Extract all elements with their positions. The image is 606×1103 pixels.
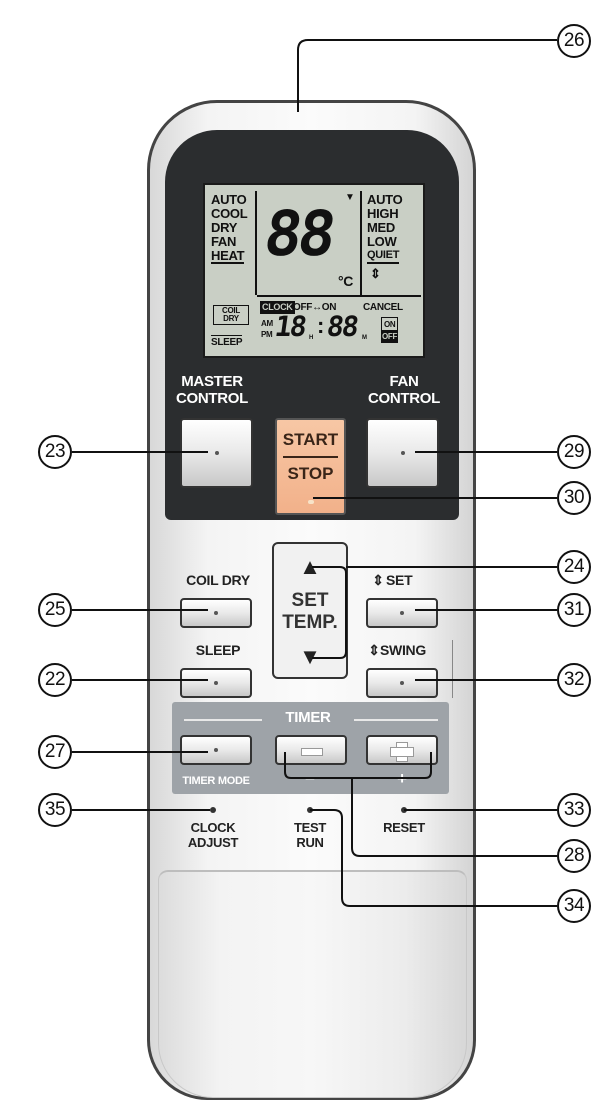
button-dot	[400, 611, 404, 615]
start-stop-divider	[283, 456, 338, 458]
lcd-am: AM	[261, 319, 273, 328]
plus-icon-h	[390, 747, 414, 757]
lcd-signal-icon: ▼	[345, 192, 355, 203]
timer-plus-button[interactable]	[366, 735, 438, 765]
temp-down-arrow[interactable]: ▼	[299, 644, 321, 669]
callout-29: 29	[557, 435, 591, 469]
lcd-h-suffix: H	[309, 335, 314, 341]
lcd-temp-unit: °C	[338, 273, 354, 289]
timer-line-right	[354, 719, 438, 721]
lcd-mode-dry: DRY	[211, 220, 238, 235]
lcd-swing-icon: ⇕	[370, 266, 381, 281]
button-dot	[214, 611, 218, 615]
swing-button[interactable]	[366, 668, 438, 698]
leader-28	[351, 778, 557, 857]
lcd-mode-cool: COOL	[211, 206, 248, 221]
lcd-fan-med: MED	[367, 220, 395, 235]
swing-label: SWING	[380, 642, 426, 658]
master-control-label-2: CONTROL	[175, 390, 249, 407]
lcd-fan-high: HIGH	[367, 206, 399, 221]
battery-cover	[158, 870, 467, 1098]
timer-mode-button[interactable]	[180, 735, 252, 765]
clock-adjust-label-1: CLOCK	[190, 820, 236, 835]
lcd-divider-left	[255, 191, 257, 295]
button-dot	[400, 681, 404, 685]
lcd-display: AUTO COOL DRY FAN HEAT 88 °C ▼ AUTO HIGH…	[203, 183, 425, 358]
temp-up-arrow[interactable]: ▲	[299, 554, 321, 579]
timer-minus-button[interactable]	[275, 735, 347, 765]
callout-31: 31	[557, 593, 591, 627]
callout-28: 28	[557, 839, 591, 873]
lcd-coil-dry: COIL DRY	[213, 305, 249, 325]
callout-33: 33	[557, 793, 591, 827]
lcd-off-label: OFF	[381, 330, 399, 343]
start-label: START	[282, 430, 339, 449]
callout-32: 32	[557, 663, 591, 697]
timer-label: TIMER	[285, 709, 331, 726]
clock-adjust-pinhole[interactable]	[210, 807, 216, 813]
button-dot	[214, 451, 219, 455]
set-temp-label-1: SET	[291, 590, 329, 611]
lcd-off-on: OFF↔ON	[293, 302, 337, 313]
callout-24: 24	[557, 550, 591, 584]
lcd-mode-heat: HEAT	[211, 248, 245, 264]
minus-icon	[301, 748, 323, 756]
lcd-fan-low: LOW	[367, 234, 397, 249]
lcd-time-colon: :	[317, 313, 325, 338]
side-divider	[452, 640, 453, 698]
callout-23: 23	[38, 435, 72, 469]
lcd-mode-fan: FAN	[211, 234, 237, 249]
sleep-label: SLEEP	[195, 642, 241, 658]
coil-dry-label: COIL DRY	[186, 572, 250, 588]
lcd-clock-badge: CLOCK	[260, 301, 295, 314]
reset-label: RESET	[383, 820, 425, 835]
leader-28-bracket	[284, 752, 432, 779]
lcd-sleep: SLEEP	[211, 335, 243, 348]
leader-34	[310, 809, 557, 907]
callout-25: 25	[38, 593, 72, 627]
clock-adjust-label-2: ADJUST	[187, 835, 239, 850]
fan-control-label-1: FAN	[389, 373, 419, 390]
button-dot	[214, 681, 218, 685]
timer-line-left	[184, 719, 262, 721]
callout-22: 22	[38, 663, 72, 697]
lcd-mode-auto: AUTO	[211, 192, 247, 207]
callout-27: 27	[38, 735, 72, 769]
set-temp-label-2: TEMP.	[282, 612, 338, 633]
lcd-fan-quiet: QUIET	[367, 249, 399, 264]
button-dot	[214, 748, 218, 752]
callout-26: 26	[557, 24, 591, 58]
test-run-label-2: RUN	[296, 835, 324, 850]
lcd-pm: PM	[261, 330, 273, 339]
lcd-cancel: CANCEL	[363, 302, 403, 313]
fan-control-label-2: CONTROL	[367, 390, 441, 407]
indicator-lamp	[308, 500, 314, 504]
callout-34: 34	[557, 889, 591, 923]
button-dot	[400, 451, 405, 455]
set-button[interactable]	[366, 598, 438, 628]
lcd-m-suffix: M	[362, 335, 367, 341]
sleep-button[interactable]	[180, 668, 252, 698]
stop-label: STOP	[287, 464, 334, 483]
callout-35: 35	[38, 793, 72, 827]
callout-30: 30	[557, 481, 591, 515]
leader-26	[297, 39, 557, 112]
master-control-label-1: MASTER	[181, 373, 243, 390]
coil-dry-button[interactable]	[180, 598, 252, 628]
set-temp-rocker[interactable]: ▲ SET TEMP. ▼	[272, 542, 348, 679]
lcd-fan-auto: AUTO	[367, 192, 403, 207]
timer-mode-label: TIMER MODE	[182, 775, 250, 787]
test-run-label-1: TEST	[293, 820, 327, 835]
swing-icon: ⇕	[368, 642, 380, 658]
leader-24-bracket	[312, 566, 347, 659]
lcd-divider-right	[360, 191, 362, 295]
lcd-divider-horizontal	[257, 295, 421, 297]
set-icon: ⇕	[372, 572, 384, 588]
set-label: SET	[386, 572, 413, 588]
